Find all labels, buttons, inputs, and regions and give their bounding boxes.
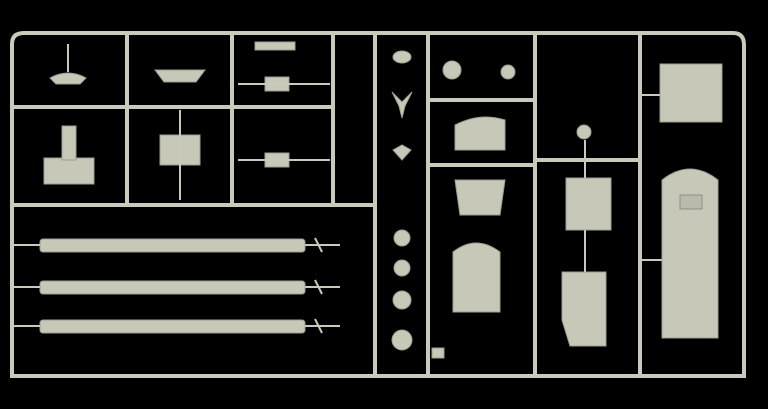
rotor-blade [39, 280, 306, 295]
rotor-blade [39, 319, 306, 334]
rotor-blades [14, 237, 340, 334]
rotor-blade [39, 238, 306, 253]
cockpit-parts [442, 60, 516, 313]
fuselage-parts [561, 63, 723, 347]
bulkhead [452, 242, 501, 313]
sprue-frame [10, 31, 746, 378]
small-parts-middle [391, 50, 445, 359]
small-parts-left [43, 41, 330, 200]
fuselage-panel [661, 168, 719, 339]
